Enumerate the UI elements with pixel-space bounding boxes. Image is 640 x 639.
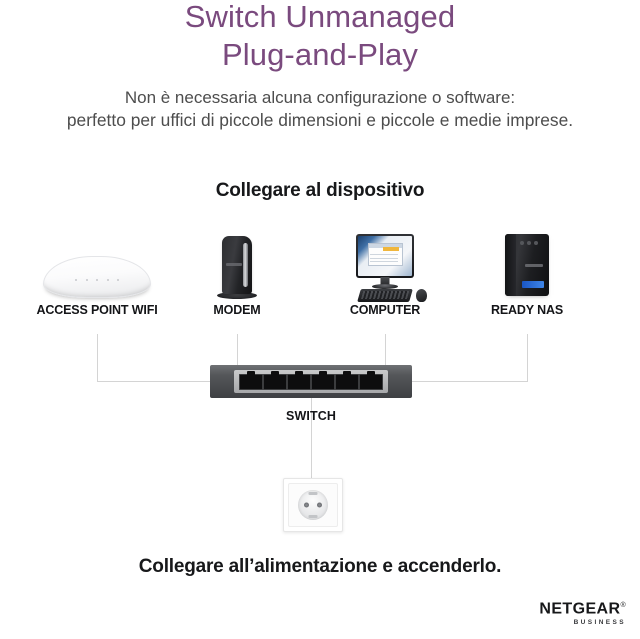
device-label-ready-nas: READY NAS <box>490 303 564 317</box>
monitor-base <box>372 284 398 289</box>
modem-shell <box>222 236 252 294</box>
network-switch-icon: SWITCH <box>210 365 412 423</box>
outlet-earth-clip-top <box>308 492 318 495</box>
screen-highlight <box>382 247 400 251</box>
connector-line-modem-vertical <box>237 334 238 368</box>
page-title: Switch Unmanaged Plug-and-Play <box>0 0 640 74</box>
mouse-icon <box>416 289 428 302</box>
screen-row <box>369 257 398 259</box>
switch-port-panel <box>234 370 388 393</box>
switch-port <box>335 373 359 390</box>
netgear-wordmark: NETGEAR® <box>539 597 626 617</box>
monitor-frame <box>356 234 414 278</box>
connector-line-computer-vertical <box>385 334 386 368</box>
connector-line-access-point-horizontal <box>97 381 212 382</box>
connector-line-nas-vertical <box>527 334 528 382</box>
switch-port <box>311 373 335 390</box>
nas-side-panel <box>505 234 516 296</box>
page-subtitle-line-2: perfetto per uffici di piccole dimension… <box>66 110 574 130</box>
modem-light-strip <box>243 243 248 287</box>
nas-brand-mark <box>525 264 543 267</box>
modem-stand <box>217 292 257 299</box>
connector-line-access-point-vertical <box>97 334 98 382</box>
page-title-line-2: Plug-and-Play <box>221 37 419 72</box>
wifi-access-point-icon <box>17 232 177 310</box>
screen-row <box>369 254 398 256</box>
page-subtitle-line-1: Non è necessaria alcuna configurazione o… <box>124 88 516 107</box>
netgear-tagline: BUSINESS <box>573 619 626 626</box>
screen-row <box>369 260 398 262</box>
nas-status-panel <box>522 281 544 288</box>
device-label-access-point: ACCESS POINT WIFI <box>36 303 158 317</box>
outlet-earth-clip-bottom <box>308 515 318 518</box>
modem-brand-mark <box>226 263 242 266</box>
nas-led-row <box>520 241 544 245</box>
outlet-faceplate <box>288 483 338 527</box>
device-access-point-wifi: ACCESS POINT WIFI <box>17 232 177 317</box>
outlet-pin-hole-right <box>317 502 322 508</box>
switch-port <box>239 373 263 390</box>
connector-line-nas-horizontal <box>410 381 528 382</box>
device-modem: MODEM <box>187 232 287 317</box>
monitor-screen <box>358 236 412 276</box>
device-label-modem: MODEM <box>213 303 261 317</box>
switch-label: SWITCH <box>286 409 336 423</box>
desktop-computer-icon <box>325 232 445 310</box>
section-heading-connect-device: Collegare al dispositivo <box>215 180 425 201</box>
keyboard-icon <box>357 289 413 302</box>
nas-shell <box>505 234 549 296</box>
netgear-wordmark-text: NETGEAR <box>539 600 621 617</box>
netgear-logo: NETGEAR® BUSINESS <box>539 597 626 627</box>
switch-port <box>359 373 383 390</box>
page-title-line-1: Switch Unmanaged <box>184 0 456 34</box>
bottom-heading-connect-power: Collegare all’alimentazione e accenderlo… <box>138 556 502 577</box>
modem-icon <box>187 232 287 310</box>
device-label-computer: COMPUTER <box>349 303 421 317</box>
trademark-symbol: ® <box>620 601 626 609</box>
access-point-led-row <box>75 279 119 281</box>
device-computer: COMPUTER <box>325 232 445 317</box>
device-ready-nas: READY NAS <box>467 232 587 317</box>
connector-line-power-vertical <box>311 398 312 478</box>
page-subtitle: Non è necessaria alcuna configurazione o… <box>0 86 640 132</box>
outlet-socket-recess <box>298 490 328 520</box>
nas-tower-icon <box>467 232 587 310</box>
power-outlet-icon <box>283 478 343 532</box>
outlet-pin-hole-left <box>304 502 309 508</box>
monitor-neck <box>380 277 390 285</box>
switch-port <box>263 373 287 390</box>
access-point-shell <box>43 256 151 298</box>
switch-port <box>287 373 311 390</box>
